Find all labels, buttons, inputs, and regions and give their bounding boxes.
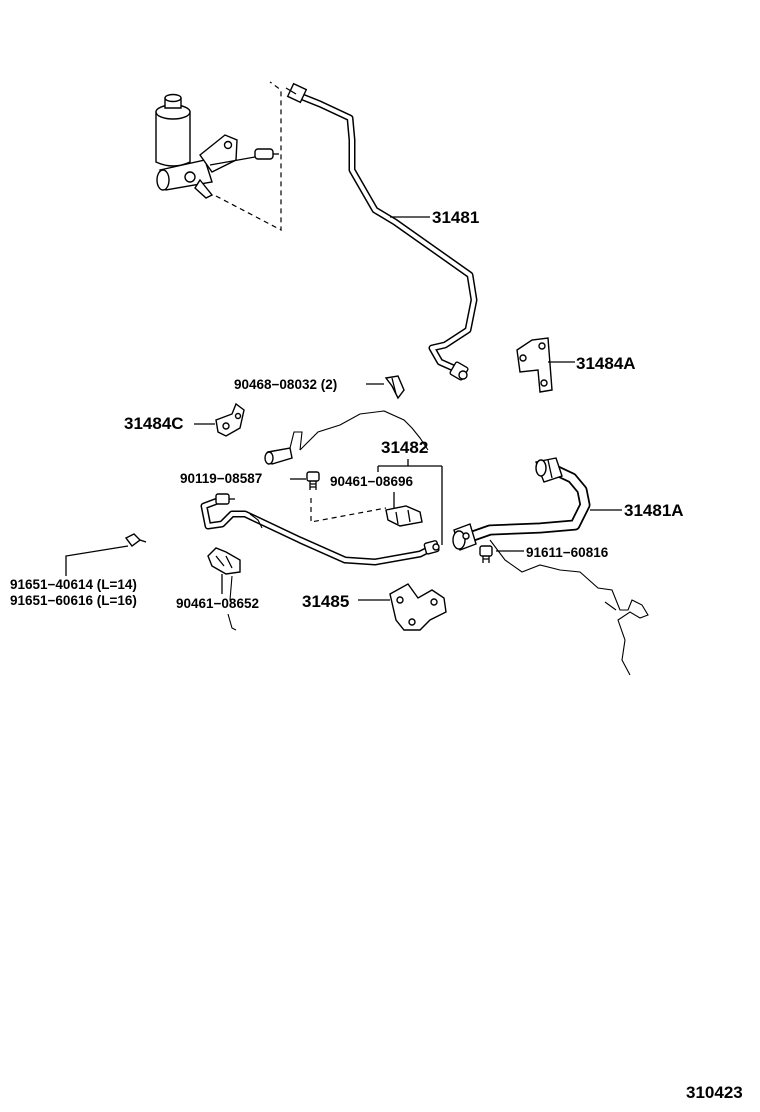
clip-90461-08696	[385, 505, 423, 527]
label-91651-40614: 91651−40614 (L=14)	[10, 577, 137, 592]
bracket-31484c	[215, 402, 245, 437]
leader-91651	[65, 545, 129, 576]
guide-line-master	[215, 81, 282, 231]
hose-stub	[264, 431, 303, 465]
bracket-31485	[389, 583, 447, 631]
master-cylinder	[155, 93, 279, 199]
bolt-91611	[479, 545, 493, 563]
label-31482: 31482	[381, 438, 428, 457]
label-31481a: 31481A	[624, 501, 684, 520]
clutch-hose-31481a	[452, 457, 591, 551]
bracket-leader-31482	[377, 459, 443, 545]
transmission-outline	[489, 539, 649, 676]
label-91651-60616: 91651−60616 (L=16)	[10, 593, 137, 608]
label-90461-08652: 90461−08652	[176, 596, 259, 611]
label-90468-08032: 90468−08032 (2)	[234, 377, 337, 392]
bolt-90119	[306, 471, 320, 490]
label-31484c: 31484C	[124, 414, 184, 433]
diagram-number: 310423	[686, 1083, 743, 1102]
clutch-pipe-31481	[285, 82, 478, 381]
bracket-31484a	[516, 337, 553, 393]
label-31485: 31485	[302, 592, 349, 611]
bleeder-91651	[124, 533, 147, 547]
body-outline-pipe	[249, 513, 263, 529]
clip-90461-08652	[207, 547, 241, 575]
label-31481: 31481	[432, 208, 479, 227]
label-91611-60816: 91611−60816	[526, 545, 609, 560]
label-90119-08587: 90119−08587	[180, 471, 262, 486]
transmission-detail	[604, 601, 617, 611]
guide-line-bolt	[310, 498, 387, 523]
clutch-pipe-31482	[200, 493, 440, 566]
label-90461-08696: 90461−08696	[330, 474, 413, 489]
label-31484a: 31484A	[576, 354, 636, 373]
body-outline-upper	[299, 410, 429, 451]
clip-90468	[384, 375, 405, 400]
body-outline-lower	[227, 575, 237, 631]
